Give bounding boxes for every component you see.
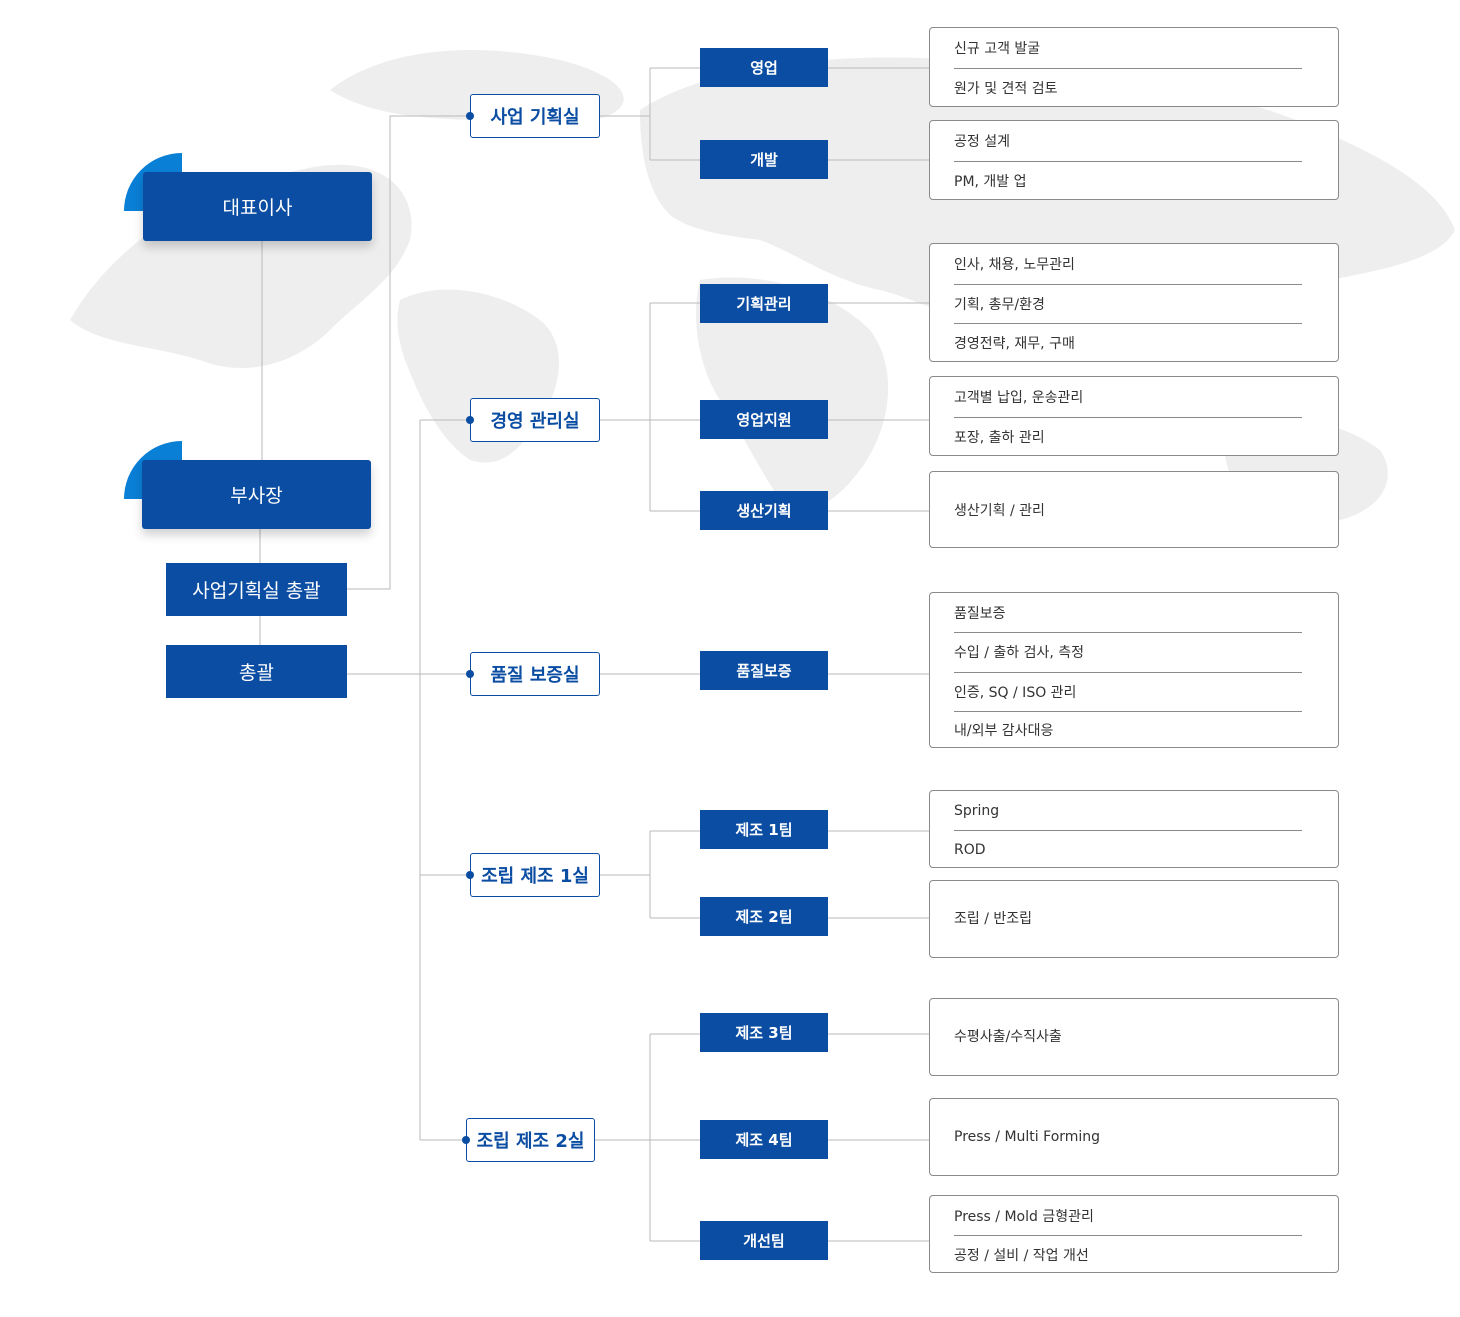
- duty-item: 공정 / 설비 / 작업 개선: [954, 1247, 1089, 1264]
- duty-item: 내/외부 감사대응: [954, 723, 1054, 739]
- duty-item: 품질보증: [954, 593, 1302, 633]
- dept-assembly-2: 조립 제조 2실: [466, 1118, 595, 1162]
- duty-item: 인사, 채용, 노무관리: [954, 244, 1302, 285]
- dept-connector-dot: [466, 670, 474, 678]
- team-production-planning: 생산기획: [700, 491, 828, 530]
- duty-box-manufacturing-1: Spring ROD: [929, 790, 1339, 868]
- dept-connector-dot: [466, 112, 474, 120]
- duty-item: 공정 설계: [954, 121, 1302, 162]
- planning-general-manager-box: 사업기획실 총괄: [166, 563, 347, 616]
- team-manufacturing-3: 제조 3팀: [700, 1013, 828, 1052]
- team-planning-admin: 기획관리: [700, 284, 828, 323]
- dept-connector-dot: [466, 416, 474, 424]
- team-manufacturing-4: 제조 4팀: [700, 1120, 828, 1159]
- duty-item: 고객별 납입, 운송관리: [954, 377, 1302, 418]
- team-development: 개발: [700, 140, 828, 179]
- general-manager-box: 총괄: [166, 645, 347, 698]
- duty-item: 원가 및 견적 검토: [954, 81, 1058, 97]
- duty-item: 조립 / 반조립: [954, 911, 1033, 927]
- dept-quality-assurance: 품질 보증실: [470, 652, 600, 696]
- duty-item: ROD: [954, 841, 986, 858]
- team-quality-assurance: 품질보증: [700, 651, 828, 690]
- duty-item: 인증, SQ / ISO 관리: [954, 672, 1302, 712]
- duty-item: PM, 개발 업: [954, 174, 1027, 190]
- duty-box-production-planning: 생산기획 / 관리: [929, 471, 1339, 548]
- duty-box-development: 공정 설계 PM, 개발 업: [929, 120, 1339, 200]
- duty-box-planning-admin: 인사, 채용, 노무관리 기획, 총무/환경 경영전략, 재무, 구매: [929, 243, 1339, 362]
- duty-box-quality-assurance: 품질보증 수입 / 출하 검사, 측정 인증, SQ / ISO 관리 내/외부…: [929, 592, 1339, 748]
- dept-business-planning: 사업 기획실: [470, 94, 600, 138]
- duty-item: Spring: [954, 791, 1302, 831]
- team-manufacturing-2: 제조 2팀: [700, 897, 828, 936]
- dept-connector-dot: [462, 1136, 470, 1144]
- duty-box-manufacturing-4: Press / Multi Forming: [929, 1098, 1339, 1176]
- dept-connector-dot: [466, 871, 474, 879]
- duty-box-manufacturing-2: 조립 / 반조립: [929, 880, 1339, 958]
- duty-item: 수입 / 출하 검사, 측정: [954, 632, 1302, 673]
- duty-item: 경영전략, 재무, 구매: [954, 336, 1075, 352]
- team-improvement: 개선팀: [700, 1221, 828, 1260]
- duty-box-sales-support: 고객별 납입, 운송관리 포장, 출하 관리: [929, 376, 1339, 456]
- dept-management: 경영 관리실: [470, 398, 600, 442]
- vice-president-box: 부사장: [142, 460, 371, 529]
- duty-item: 수평사출/수직사출: [954, 1029, 1062, 1045]
- dept-assembly-1: 조립 제조 1실: [470, 853, 600, 897]
- ceo-box: 대표이사: [143, 172, 372, 241]
- team-sales-support: 영업지원: [700, 400, 828, 439]
- duty-box-improvement: Press / Mold 금형관리 공정 / 설비 / 작업 개선: [929, 1195, 1339, 1273]
- duty-box-manufacturing-3: 수평사출/수직사출: [929, 998, 1339, 1076]
- team-sales: 영업: [700, 48, 828, 87]
- duty-item: Press / Mold 금형관리: [954, 1196, 1302, 1236]
- duty-item: 포장, 출하 관리: [954, 430, 1045, 446]
- duty-item: 기획, 총무/환경: [954, 284, 1302, 324]
- team-manufacturing-1: 제조 1팀: [700, 810, 828, 849]
- duty-box-sales: 신규 고객 발굴 원가 및 견적 검토: [929, 27, 1339, 107]
- duty-item: 생산기획 / 관리: [954, 502, 1045, 519]
- duty-item: 신규 고객 발굴: [954, 28, 1302, 69]
- duty-item: Press / Multi Forming: [954, 1129, 1101, 1145]
